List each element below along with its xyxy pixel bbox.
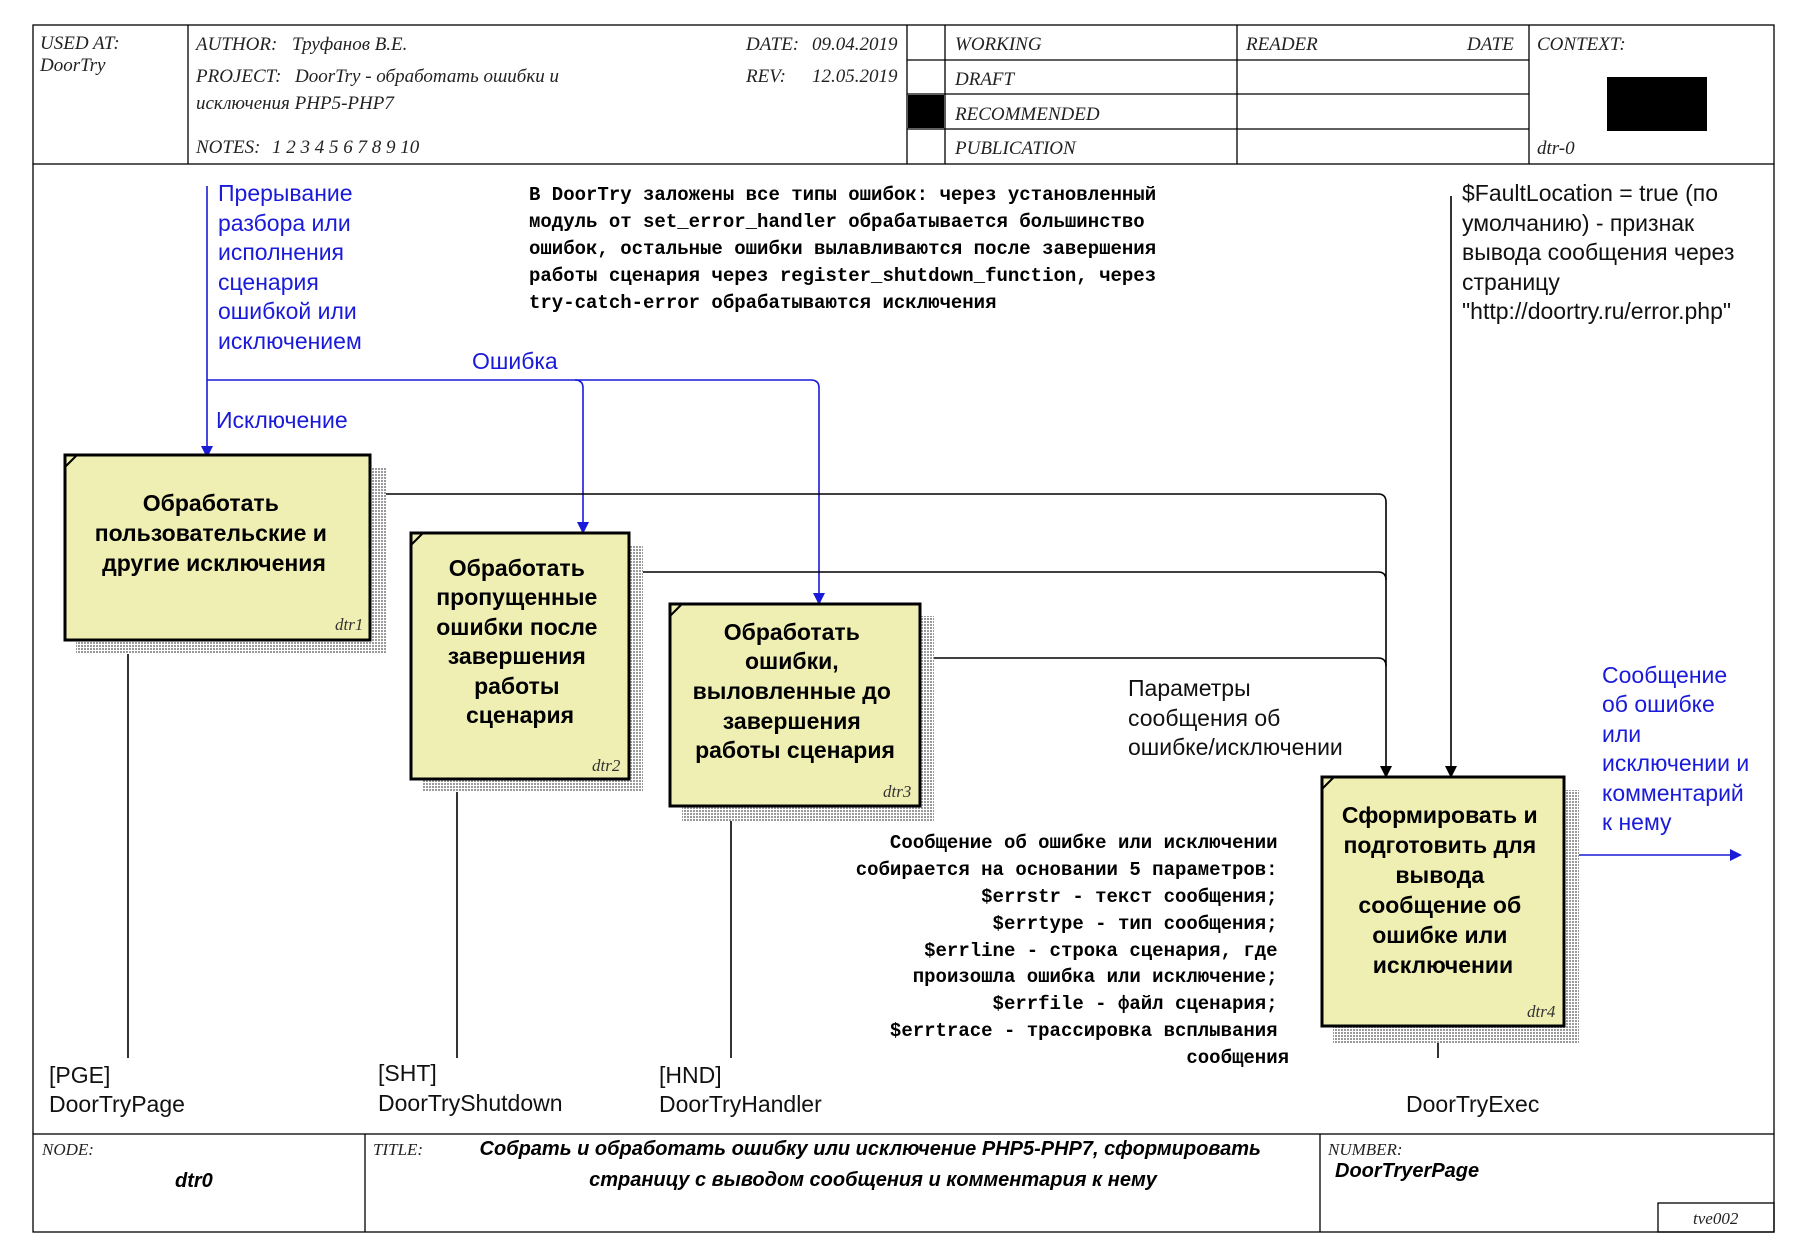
notes-values: 1 2 3 4 5 6 7 8 9 10 xyxy=(272,137,420,158)
date-value: 09.04.2019 xyxy=(812,34,898,55)
activity-box-dtr3[interactable] xyxy=(668,602,934,821)
node-value: dtr0 xyxy=(175,1170,213,1192)
box-dtr2-number: dtr2 xyxy=(592,756,621,775)
used-at-value: DoorTry xyxy=(39,55,106,76)
params-label: Параметры сообщения об ошибке/исключении xyxy=(1128,675,1343,760)
top-note: В DoorTry заложены все типы ошибок: чере… xyxy=(529,184,1168,314)
context-node: dtr-0 xyxy=(1537,138,1575,159)
project-line-2: исключения PHP5-PHP7 xyxy=(196,93,395,114)
number-label: NUMBER: xyxy=(1327,1140,1403,1159)
box-dtr3-title: Обработать ошибки, выловленные до заверш… xyxy=(693,619,898,763)
date-label: DATE: xyxy=(745,34,799,55)
control-arrows xyxy=(201,186,1457,778)
context-thumbnail xyxy=(1607,77,1707,131)
notes-label: NOTES: xyxy=(195,137,260,158)
status-marker xyxy=(908,95,944,128)
box-dtr4-title: Сформировать и подготовить для вывода со… xyxy=(1342,802,1544,978)
params-note: Сообщение об ошибке или исключении собир… xyxy=(856,832,1289,1069)
output-dtr1 xyxy=(370,493,1392,778)
box-dtr1-number: dtr1 xyxy=(335,615,363,634)
node-label: NODE: xyxy=(41,1140,94,1159)
status-working: WORKING xyxy=(955,34,1042,55)
activity-box-dtr1[interactable] xyxy=(63,453,386,654)
mechanism-sht-label: [SHT] DoorTryShutdown xyxy=(378,1060,563,1116)
header-frame xyxy=(32,24,1775,165)
project-label: PROJECT: xyxy=(195,66,282,87)
mechanism-pge-label: [PGE] DoorTryPage xyxy=(49,1062,185,1117)
reader-date-label: DATE xyxy=(1466,34,1514,55)
output-dtr2 xyxy=(629,571,1387,581)
output-dtr3 xyxy=(920,657,1387,667)
project-line-1: DoorTry - обработать ошибки и xyxy=(294,66,559,87)
error-arrow-dtr3 xyxy=(575,379,825,605)
author-value: Труфанов В.Е. xyxy=(292,34,407,55)
footer-frame xyxy=(32,1133,1775,1233)
author-label: AUTHOR: xyxy=(194,34,277,55)
activity-box-dtr4[interactable] xyxy=(1320,775,1579,1043)
page-code: tve002 xyxy=(1693,1209,1739,1228)
title-label: TITLE: xyxy=(373,1140,423,1159)
main-frame xyxy=(32,164,1775,1134)
output-arrows xyxy=(370,493,1742,861)
fault-location-label: $FaultLocation = true (по умолчанию) - п… xyxy=(1462,180,1741,324)
rev-value: 12.05.2019 xyxy=(812,66,898,87)
number-value: DoorTryerPage xyxy=(1335,1160,1479,1182)
error-label: Ошибка xyxy=(472,348,558,374)
status-publication: PUBLICATION xyxy=(954,138,1077,159)
output-message-label: Сообщение об ошибке или исключении и ком… xyxy=(1602,662,1756,835)
activity-box-dtr2[interactable] xyxy=(409,531,643,792)
context-label: CONTEXT: xyxy=(1537,34,1626,55)
box-dtr4-number: dtr4 xyxy=(1527,1002,1556,1021)
used-at-label: USED AT: xyxy=(40,33,120,54)
mechanism-hnd-label: [HND] DoorTryHandler xyxy=(659,1062,822,1117)
diagram-title: Собрать и обработать ошибку или исключен… xyxy=(480,1138,1267,1191)
interrupt-label: Прерывание разбора или исполнения сценар… xyxy=(218,180,363,354)
exception-label: Исключение xyxy=(216,407,348,433)
rev-label: REV: xyxy=(745,66,786,87)
box-dtr2-title: Обработать пропущенные ошибки после заве… xyxy=(436,555,604,728)
mechanism-exec-label: DoorTryExec xyxy=(1406,1091,1539,1117)
status-recommended: RECOMMENDED xyxy=(954,104,1100,125)
reader-label: READER xyxy=(1245,34,1318,55)
status-draft: DRAFT xyxy=(954,69,1016,90)
box-dtr1-title: Обработать пользовательские и другие иск… xyxy=(95,490,334,576)
box-dtr3-number: dtr3 xyxy=(883,782,911,801)
